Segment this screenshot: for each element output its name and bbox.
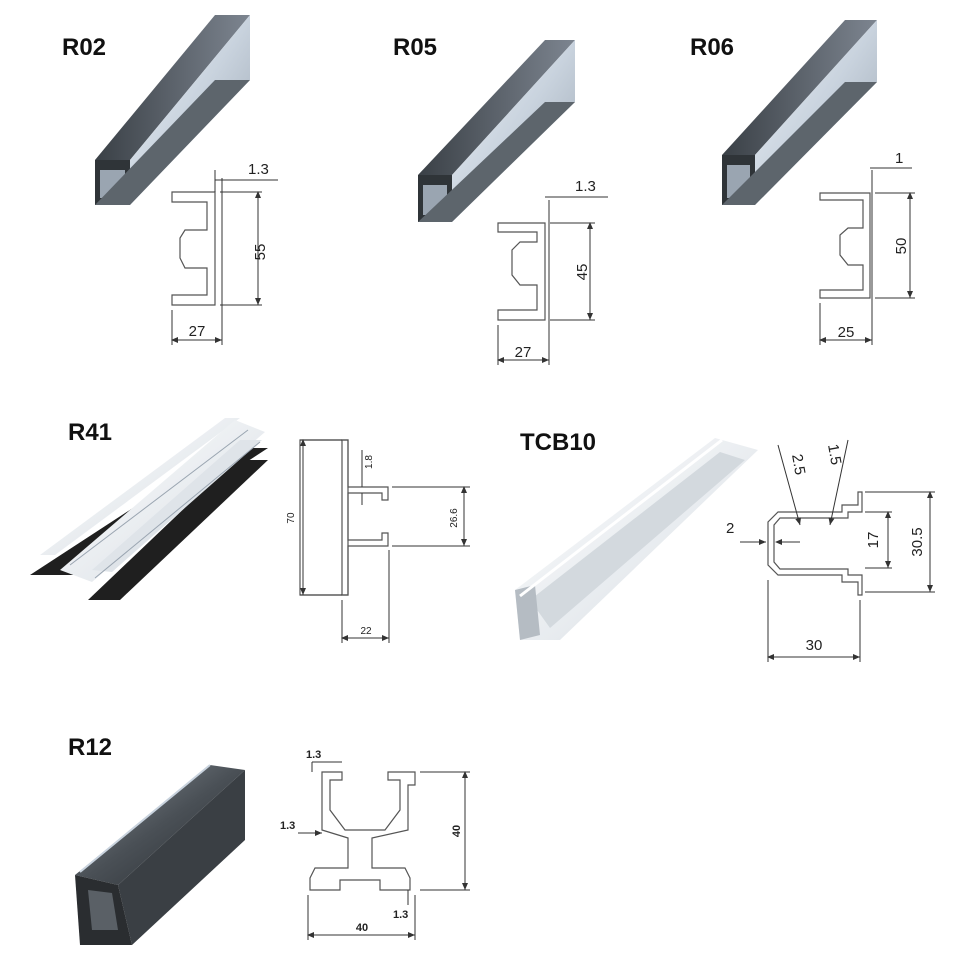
tcb10-dim-width: 30 xyxy=(806,637,823,654)
r05-cross-section: 45 27 1.3 xyxy=(497,178,608,365)
tcb10-cross-section: 30.5 17 30 2 2.5 1.5 xyxy=(726,439,935,662)
tcb10-rail-render xyxy=(515,438,758,640)
r12-cross-section: 40 40 1.3 1.3 1.3 xyxy=(280,749,470,940)
profile-r06-title: R06 xyxy=(690,34,734,61)
profile-r05-title: R05 xyxy=(393,34,437,61)
profile-r41: R41 70 1.8 26.6 22 xyxy=(30,418,470,643)
r41-dim-width: 22 xyxy=(360,626,372,637)
profile-r06: R06 50 25 1 xyxy=(690,20,915,345)
r12-rail-render xyxy=(75,764,245,945)
r02-dim-thickness: 1.3 xyxy=(248,161,269,178)
r12-dim-height: 40 xyxy=(451,825,463,837)
r12-dim-width: 40 xyxy=(356,922,368,934)
r02-cross-section: 55 27 1.3 xyxy=(171,161,278,345)
tcb10-dim-opening: 17 xyxy=(865,532,882,549)
profile-r41-title: R41 xyxy=(68,419,112,446)
tcb10-dim-lip-thickness: 1.5 xyxy=(824,443,844,466)
r06-cross-section: 50 25 1 xyxy=(819,150,915,345)
r41-rail-render xyxy=(30,418,268,600)
r06-dim-width: 25 xyxy=(838,324,855,341)
r06-rail-render xyxy=(722,20,877,205)
r05-dim-height: 45 xyxy=(574,264,591,281)
tcb10-dim-wall: 2 xyxy=(726,520,734,537)
r02-dim-height: 55 xyxy=(252,244,269,261)
profile-tcb10: TCB10 30.5 17 30 2 2.5 xyxy=(515,429,935,662)
r02-dim-width: 27 xyxy=(189,323,206,340)
r12-dim-top-thickness: 1.3 xyxy=(306,749,321,761)
r06-dim-height: 50 xyxy=(893,238,910,255)
tcb10-dim-lip-angle: 2.5 xyxy=(788,453,808,476)
r41-cross-section: 70 1.8 26.6 22 xyxy=(286,439,470,643)
r41-dim-thickness: 1.8 xyxy=(364,455,375,469)
r06-dim-thickness: 1 xyxy=(895,150,903,167)
r05-dim-thickness: 1.3 xyxy=(575,178,596,195)
r12-dim-bottom-thickness: 1.3 xyxy=(393,909,408,921)
r12-dim-side-thickness: 1.3 xyxy=(280,820,295,832)
r41-dim-height: 70 xyxy=(286,512,297,524)
r05-dim-width: 27 xyxy=(515,344,532,361)
profile-r12-title: R12 xyxy=(68,734,112,761)
r41-dim-opening: 26.6 xyxy=(449,508,460,528)
r02-rail-render xyxy=(95,15,250,205)
tcb10-dim-height: 30.5 xyxy=(909,527,926,556)
profile-r02: R02 55 27 1.3 xyxy=(62,15,278,345)
profile-r05: R05 45 27 1.3 xyxy=(393,34,608,365)
r05-rail-render xyxy=(418,40,575,222)
profile-r02-title: R02 xyxy=(62,34,106,61)
profile-tcb10-title: TCB10 xyxy=(520,429,596,456)
profile-r12: R12 40 40 1.3 1.3 1.3 xyxy=(68,734,470,945)
